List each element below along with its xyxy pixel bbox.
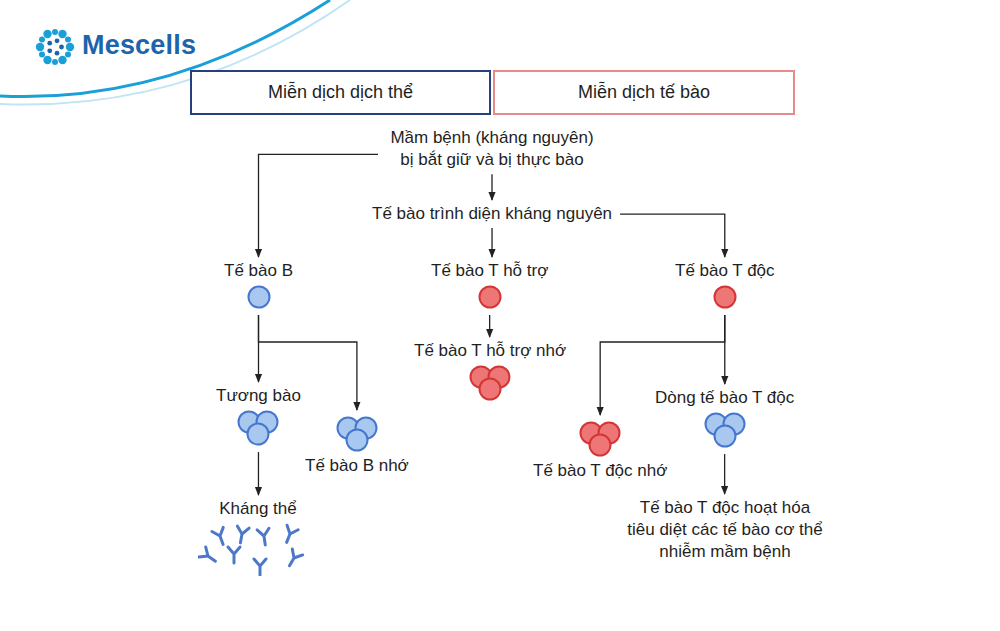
logo-dot (58, 30, 66, 38)
logo-dot (52, 59, 58, 65)
logo-dot (65, 37, 71, 43)
logo-dot (43, 30, 51, 38)
logo-dot (43, 56, 51, 64)
node-text: Tế bào T độc hoạt hóa tiêu diệt các tế b… (626, 497, 824, 563)
node-text: Tế bào B (224, 260, 293, 282)
node-text: Dòng tế bào T độc (655, 387, 794, 409)
logo-dot (55, 51, 60, 56)
cellular-header: Miễn dịch tế bào (493, 70, 795, 115)
connector-arrow (491, 174, 492, 200)
antibody-icon (198, 522, 318, 576)
connector-arrow (491, 228, 492, 257)
connector-arrow (489, 315, 490, 337)
memory-cytotoxic-t: Tế bào T độc nhớ (533, 418, 667, 482)
cluster-icon (702, 411, 748, 449)
humoral-header: Miễn dịch dịch thể (190, 70, 491, 115)
node-text: Tế bào T hỗ trợ nhớ (414, 340, 566, 362)
node-text: Tế bào B nhớ (305, 455, 409, 477)
logo-dot (47, 41, 52, 46)
node-text: Mầm bệnh (kháng nguyên) bị bắt giữ và bị… (386, 127, 598, 171)
pathogen-step: Mầm bệnh (kháng nguyên) bị bắt giữ và bị… (386, 127, 598, 171)
connector-arrow (259, 154, 379, 257)
connector-arrow (620, 214, 725, 257)
circle-icon (246, 284, 272, 310)
logo-dot (47, 48, 52, 53)
node-text: Tương bào (216, 385, 301, 407)
node-text: Tế bào T độc (675, 260, 775, 282)
killing-step: Tế bào T độc hoạt hóa tiêu diệt các tế b… (626, 497, 824, 563)
cluster-icon (235, 409, 281, 447)
cluster-icon (577, 420, 623, 458)
node-text: Miễn dịch dịch thể (268, 81, 413, 104)
logo-icon (36, 29, 74, 65)
node-text: Kháng thể (198, 498, 318, 520)
logo-dot (39, 37, 45, 43)
logo-dot (52, 29, 58, 35)
cluster-icon (334, 415, 380, 453)
plasma-cell: Tương bào (216, 385, 301, 449)
cluster-icon (467, 364, 513, 402)
apc-step: Tế bào trình diện kháng nguyên (372, 203, 612, 225)
logo-dot (59, 45, 64, 50)
cytotoxic-t-line: Dòng tế bào T độc (655, 387, 794, 451)
logo-dot (39, 52, 45, 58)
helper-t-cell: Tế bào T hỗ trợ (431, 260, 548, 312)
node-text: Miễn dịch tế bào (578, 81, 710, 104)
logo-dot (36, 43, 44, 51)
logo-dot (66, 43, 74, 51)
connector-arrow (258, 452, 259, 495)
node-text: Tế bào T độc nhớ (533, 460, 667, 482)
memory-b-cell: Tế bào B nhớ (305, 413, 409, 477)
connector-arrow (724, 454, 725, 494)
logo-dot (55, 38, 60, 43)
logo-dot (65, 52, 71, 58)
node-text: Tế bào T hỗ trợ (431, 260, 548, 282)
circle-icon (477, 284, 503, 310)
circle-icon (712, 284, 738, 310)
antibody-group: Kháng thể (198, 498, 318, 578)
cytotoxic-t-cell: Tế bào T độc (675, 260, 775, 312)
memory-helper-t: Tế bào T hỗ trợ nhớ (414, 340, 566, 404)
logo-dot (58, 56, 66, 64)
node-text: Tế bào trình diện kháng nguyên (372, 203, 612, 225)
b-cell: Tế bào B (224, 260, 293, 312)
brand-logo: Mescells (82, 30, 196, 61)
